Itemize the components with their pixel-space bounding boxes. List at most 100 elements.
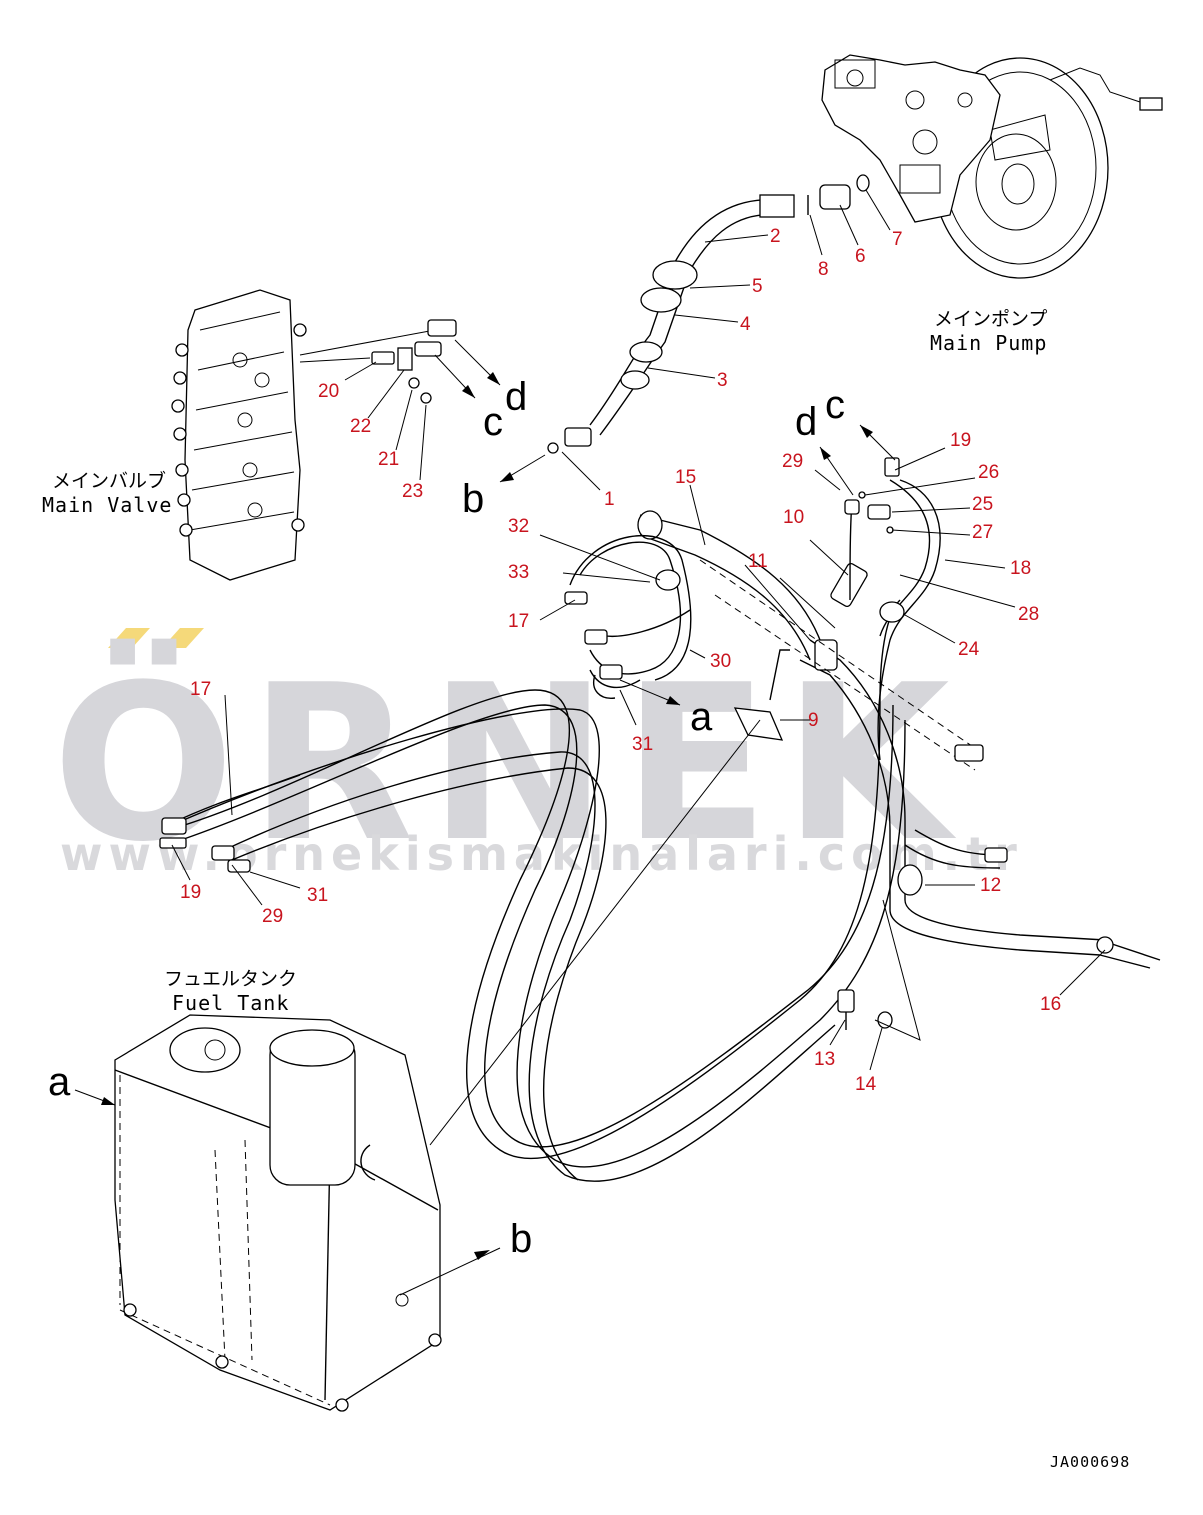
- callout-29-left: 29: [262, 906, 283, 927]
- clamp-3b: [620, 370, 650, 390]
- hose-1-end: [564, 427, 592, 447]
- watermark: ÖRNEK www.ornekismakinalari.com.tr: [52, 628, 1017, 889]
- fitting-elbow: [414, 341, 442, 357]
- watermark-accent-left: [108, 628, 150, 648]
- bracket-bolt-leader: [874, 899, 921, 1041]
- view-letter-d-valve: d: [505, 375, 527, 419]
- callout-24: 24: [958, 639, 980, 660]
- callout-20: 20: [318, 381, 339, 402]
- valve-body: [184, 289, 301, 581]
- sleeve-5: [640, 287, 682, 313]
- callout-31-left: 31: [307, 885, 328, 906]
- pump-body: [821, 54, 1001, 223]
- fitting-a: [599, 664, 623, 680]
- clamp-24: [879, 601, 905, 623]
- view-letter-b-tank: b: [510, 1217, 532, 1261]
- fitting-23: [420, 392, 432, 404]
- view-letter-a-tank: a: [48, 1060, 71, 1104]
- hose-end-right: [954, 744, 984, 762]
- callout-7: 7: [892, 229, 903, 250]
- callout-21: 21: [378, 449, 399, 470]
- callout-29-right: 29: [782, 451, 803, 472]
- view-letter-b-hose: b: [462, 477, 484, 521]
- callout-8: 8: [818, 259, 829, 280]
- pump-block: [899, 164, 941, 194]
- clamp-4: [652, 260, 698, 290]
- hose-31-end: [227, 859, 251, 873]
- arrow-b-tank: [399, 1247, 501, 1296]
- main-valve: [171, 289, 307, 581]
- callout-18: 18: [1010, 558, 1031, 579]
- callout-22: 22: [350, 416, 371, 437]
- watermark-accent-right: [162, 628, 204, 648]
- callout-9: 9: [808, 710, 819, 731]
- callout-26: 26: [978, 462, 999, 483]
- view-letter-d-right: d: [795, 400, 817, 444]
- pump-connector: [1139, 97, 1163, 111]
- fuel-tank: [114, 1014, 442, 1412]
- fitting-17: [564, 591, 588, 605]
- callout-19-right: 19: [950, 430, 971, 451]
- filter-cap: [269, 1029, 355, 1067]
- fitting-29: [844, 499, 860, 515]
- oring-7: [856, 174, 870, 192]
- callout-28: 28: [1018, 604, 1039, 625]
- callout-33: 33: [508, 562, 529, 583]
- callout-19-left: 19: [180, 882, 201, 903]
- view-letter-c-valve: c: [483, 400, 503, 444]
- callout-17-left: 17: [190, 679, 211, 700]
- bracket-9: [733, 707, 784, 741]
- view-letter-a-hose: a: [690, 695, 713, 739]
- valve-ports: [171, 323, 307, 537]
- callout-31-assembly: 31: [632, 734, 653, 755]
- callout-3: 3: [717, 370, 728, 391]
- fitting-20: [371, 351, 395, 365]
- oring-1: [547, 442, 559, 454]
- pump-port-1: [846, 69, 864, 87]
- callout-17-assembly: 17: [508, 611, 529, 632]
- bolt-13: [837, 989, 855, 1013]
- callout-4: 4: [740, 314, 751, 335]
- view-letter-c-right: c: [825, 383, 845, 427]
- fitting-25: [867, 504, 891, 520]
- main-pump-label-jp: メインポンプ: [934, 308, 1047, 330]
- callout-1: 1: [604, 489, 615, 510]
- callout-6: 6: [855, 246, 866, 267]
- clamp-3: [629, 341, 663, 363]
- hose-15-end: [637, 510, 663, 540]
- fitting-21: [408, 377, 420, 389]
- callout-27: 27: [972, 522, 993, 543]
- callout-30: 30: [710, 651, 731, 672]
- part-callouts: 2 5 4 3 1 8 6 7 20 22 21 23 15 32 33 17 …: [180, 226, 1061, 1095]
- washer-14: [877, 1011, 893, 1029]
- clamp-16: [1096, 936, 1114, 954]
- hose-17-end: [161, 817, 187, 835]
- callout-23: 23: [402, 481, 423, 502]
- watermark-brand: ÖRNEK: [52, 638, 964, 889]
- suction-hose: [547, 174, 870, 454]
- leader-lines: [74, 189, 1106, 1296]
- pump-port-4: [957, 92, 973, 108]
- pump-hub-center: [1001, 163, 1035, 205]
- clip-11: [814, 639, 838, 671]
- callout-14: 14: [855, 1074, 877, 1095]
- pump-port-2: [905, 90, 925, 110]
- callout-5: 5: [752, 276, 763, 297]
- callout-25: 25: [972, 494, 993, 515]
- main-pump-label-en: Main Pump: [930, 331, 1047, 355]
- fitting-19: [884, 457, 900, 477]
- clamp-12: [897, 864, 923, 896]
- valve-fittings: [299, 319, 457, 404]
- callout-12: 12: [980, 875, 1001, 896]
- fitting-upper: [427, 319, 457, 337]
- fuel-tank-label-en: Fuel Tank: [172, 991, 289, 1015]
- fitting-30: [584, 629, 608, 645]
- hose-bundle: [159, 599, 906, 1182]
- return-assembly: [564, 457, 1161, 1041]
- callout-13: 13: [814, 1049, 835, 1070]
- bolt-10: [830, 562, 868, 608]
- clamp-33: [655, 569, 681, 591]
- pump-flange-slot: [989, 114, 1051, 161]
